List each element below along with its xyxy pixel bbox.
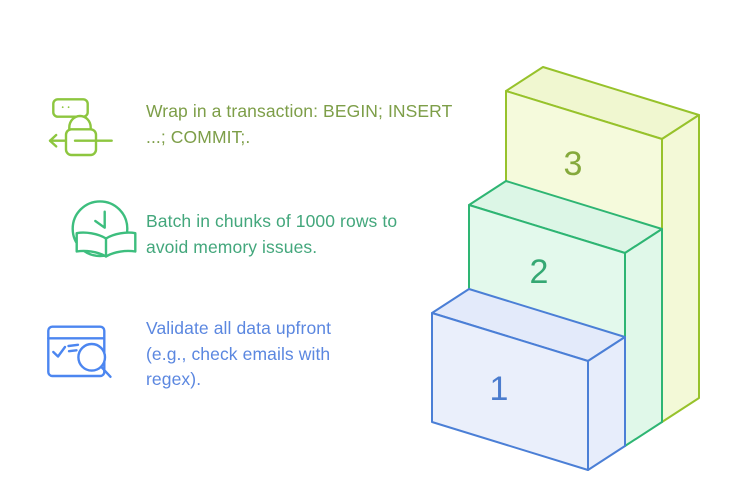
checkmark-shape <box>52 345 67 358</box>
speech-bubble-shape <box>52 98 89 118</box>
text-dashes-shape <box>67 343 80 353</box>
step-3-side-face <box>661 114 700 423</box>
step-1-side-face <box>587 336 626 471</box>
step-text-transaction: Wrap in a transaction: BEGIN; INSERT ...… <box>146 101 453 147</box>
step-1-front-face <box>431 312 589 471</box>
step-3-number: 3 <box>564 145 583 183</box>
lock-body-shape <box>64 128 98 157</box>
clock-book-icon <box>71 200 137 258</box>
magnifier-glass-shape <box>77 342 107 372</box>
stair-step-1: 1 <box>431 288 626 471</box>
step-text-batching: Batch in chunks of 1000 rows to avoid me… <box>146 211 398 257</box>
step-text-validation: Validate all data upfront (e.g., check e… <box>146 318 332 389</box>
transaction-lock-icon <box>48 98 113 157</box>
step-1-number: 1 <box>490 370 509 408</box>
magnifier-handle-shape <box>100 365 112 378</box>
clock-circle-shape <box>71 200 129 258</box>
arrow-head <box>48 133 58 148</box>
validate-window-search-icon <box>47 325 112 378</box>
step-2-side-face <box>624 228 663 447</box>
bubble-dot <box>67 106 70 109</box>
step-2-number: 2 <box>530 253 549 291</box>
bubble-dot <box>61 106 64 109</box>
clock-hands-shape <box>94 210 106 229</box>
